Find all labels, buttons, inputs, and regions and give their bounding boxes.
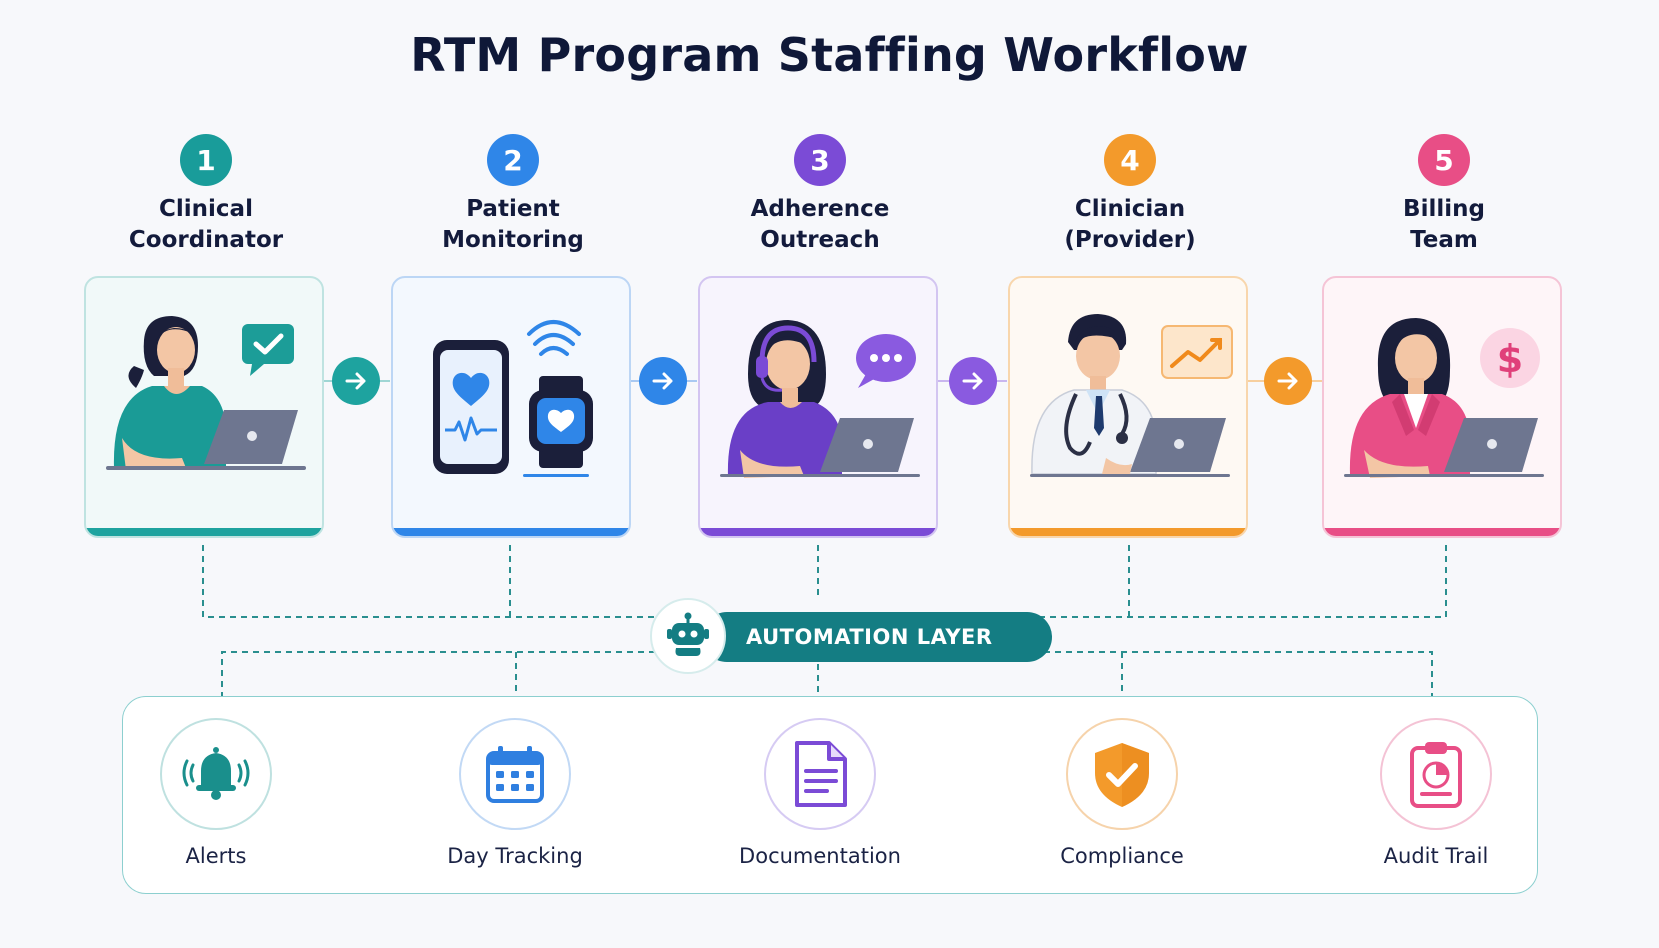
step-card (84, 276, 324, 538)
step-number-badge: 3 (794, 134, 846, 186)
doctor-laptop-icon (1030, 314, 1233, 477)
billing-laptop-icon: $ (1344, 318, 1544, 478)
feature-label: Documentation (739, 844, 901, 868)
arrow-right-icon (1264, 357, 1312, 405)
page-title: RTM Program Staffing Workflow (410, 28, 1249, 82)
feature-label: Compliance (1060, 844, 1184, 868)
step-label: Adherence Outreach (750, 196, 890, 253)
step-label: Clinician (Provider) (1064, 196, 1196, 253)
chat-dots-icon (856, 334, 916, 388)
step-label: Billing Team (1403, 196, 1485, 253)
step-number-badge: 5 (1418, 134, 1470, 186)
bell-icon (160, 718, 272, 830)
step-card (391, 276, 631, 538)
step-label: Clinical Coordinator (128, 196, 284, 253)
automation-layer-label: AUTOMATION LAYER (702, 612, 1052, 662)
step-card (698, 276, 938, 538)
arrow-right-icon (639, 357, 687, 405)
step-number-badge: 1 (180, 134, 232, 186)
trend-chart-icon (1161, 325, 1233, 379)
feature-label: Day Tracking (447, 844, 583, 868)
robot-icon (650, 598, 726, 674)
step-number-badge: 4 (1104, 134, 1156, 186)
step-number-badge: 2 (487, 134, 539, 186)
step-card: $ (1322, 276, 1562, 538)
step-card (1008, 276, 1248, 538)
document-icon (764, 718, 876, 830)
calendar-icon (459, 718, 571, 830)
step-label: Patient Monitoring (442, 196, 584, 253)
feature-label: Alerts (185, 844, 247, 868)
feature-label: Audit Trail (1383, 844, 1489, 868)
arrow-right-icon (949, 357, 997, 405)
clipboard-chart-icon (1380, 718, 1492, 830)
coordinator-laptop-icon (106, 316, 306, 470)
svg-text:$: $ (1497, 337, 1523, 381)
arrow-right-icon (332, 357, 380, 405)
headset-agent-icon (720, 320, 920, 478)
chat-check-icon (242, 324, 294, 376)
dollar-icon: $ (1480, 328, 1540, 388)
shield-check-icon (1066, 718, 1178, 830)
phone-smartwatch-icon (433, 320, 593, 477)
